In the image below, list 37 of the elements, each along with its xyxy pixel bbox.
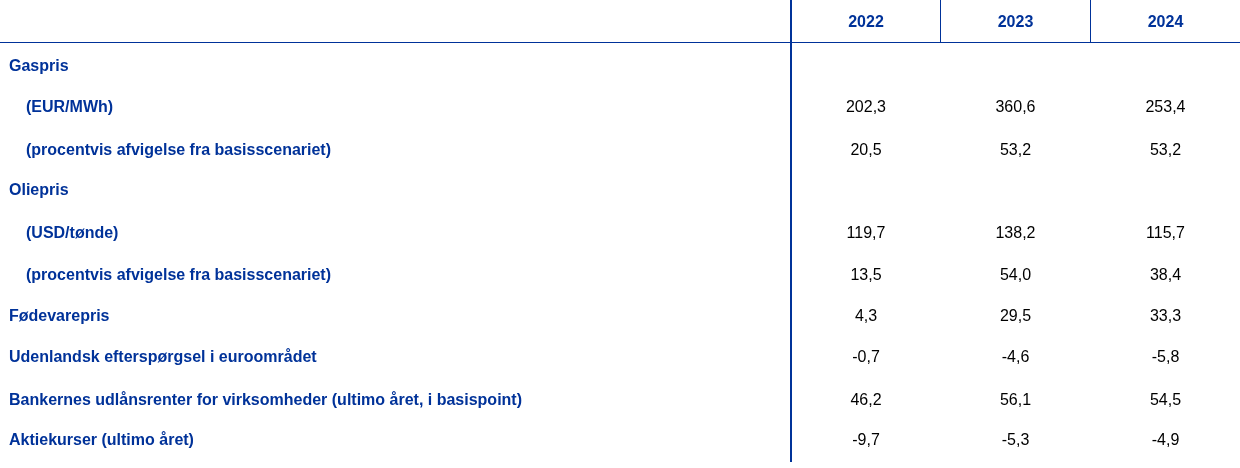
row-label: (procentvis afvigelse fra basisscenariet) — [26, 140, 332, 160]
table-value: 202,3 — [844, 97, 887, 117]
table-value: -0,7 — [851, 347, 881, 367]
table-value: 119,7 — [845, 223, 887, 243]
table-value: 29,5 — [998, 306, 1033, 326]
table-value: 53,2 — [998, 140, 1033, 160]
column-header: 2023 — [996, 12, 1035, 32]
row-label: (procentvis afvigelse fra basisscenariet) — [26, 265, 332, 285]
table-value: 38,4 — [1148, 265, 1183, 285]
table-value: 33,3 — [1148, 306, 1183, 326]
table-value: 253,4 — [1144, 97, 1187, 117]
table-value: 46,2 — [849, 390, 883, 410]
row-label: Oliepris — [9, 180, 69, 200]
column-header: 2024 — [1146, 12, 1185, 32]
row-label: Gaspris — [9, 56, 69, 76]
table-value: 53,2 — [1148, 140, 1183, 160]
table-value: 138,2 — [994, 223, 1037, 243]
row-label: (EUR/MWh) — [26, 97, 114, 117]
table-value: -9,7 — [851, 430, 881, 450]
table-value: 13,5 — [849, 265, 883, 285]
table-value: 4,3 — [853, 306, 879, 326]
column-header: 2022 — [847, 12, 885, 32]
table-value: -5,3 — [1000, 430, 1031, 450]
row-label: (USD/tønde) — [26, 223, 119, 243]
table-value: 360,6 — [994, 97, 1037, 117]
table-value: 20,5 — [849, 140, 883, 160]
table-value: 115,7 — [1145, 223, 1186, 243]
table-value: -4,9 — [1150, 430, 1181, 450]
row-label: Fødevarepris — [9, 306, 110, 326]
row-label: Udenlandsk efterspørgsel i euroområdet — [9, 347, 317, 367]
table-value: 54,5 — [1148, 390, 1183, 410]
row-label: Bankernes udlånsrenter for virksomheder (ultimo året, i basispoint) — [9, 390, 522, 410]
table-value: 54,0 — [998, 265, 1033, 285]
table-value: -5,8 — [1150, 347, 1181, 367]
table-value: 56,1 — [998, 390, 1033, 410]
row-label: Aktiekurser (ultimo året) — [9, 430, 194, 450]
table-value: -4,6 — [1000, 347, 1031, 367]
